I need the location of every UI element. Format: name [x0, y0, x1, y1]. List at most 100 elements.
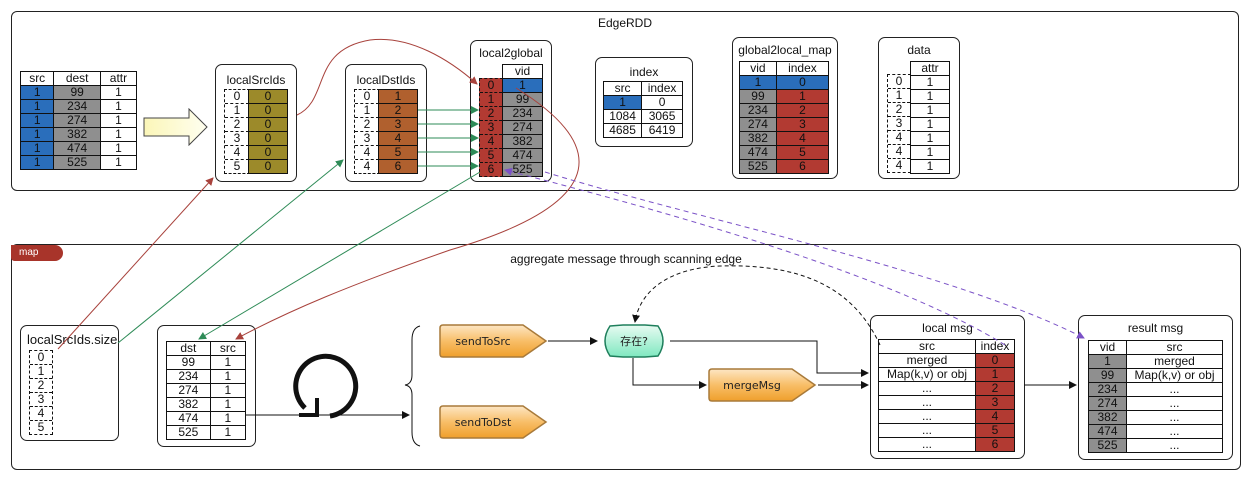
table-cell: ... [1126, 382, 1223, 397]
transform-arrow-icon [143, 108, 208, 146]
table-row: ...4 [878, 409, 1015, 424]
table-cell: 474 [166, 411, 211, 426]
table-cell: 1 [99, 141, 138, 156]
index-cell: 2 [480, 107, 502, 121]
index-cell: 5 [37, 420, 45, 434]
table-cell: 1 [19, 113, 55, 128]
table-cell: 234 [166, 369, 211, 384]
table-cell: Map(k,v) or obj [1126, 368, 1223, 383]
table-cell: 234 [502, 106, 543, 121]
local-src-ids-title: localSrcIds [226, 73, 286, 87]
table-cell: vid [1088, 340, 1127, 355]
index-cell: 3 [355, 132, 379, 146]
exists-decision-node[interactable]: 存在? [598, 324, 670, 358]
table-cell: 382 [502, 134, 543, 149]
index-cell: 4 [895, 158, 903, 172]
table-header-row: 1 [910, 103, 950, 118]
table-cell: 3 [975, 395, 1015, 410]
table-cell: 5 [975, 423, 1015, 438]
table-cell: 1 [209, 383, 247, 398]
table-cell: 1 [739, 75, 777, 90]
edges-header-src: src [19, 71, 55, 86]
index-cell: 0 [355, 90, 379, 104]
table-cell: 0 [248, 131, 288, 146]
edges-header-attr: attr [99, 71, 138, 86]
table-cell: vid [739, 61, 777, 76]
index-cell: 3 [225, 132, 249, 146]
table-cell: 1 [910, 145, 950, 160]
table-header-row: 1 [910, 117, 950, 132]
table-cell: 99 [739, 89, 777, 104]
table-cell: 1 [19, 99, 55, 114]
table-cell: 274 [1088, 396, 1127, 411]
table-cell: 4 [775, 131, 830, 146]
table-row: ...3 [878, 395, 1015, 410]
index-cell: 1 [355, 104, 379, 118]
merge-msg-node[interactable]: mergeMsg [708, 368, 818, 402]
table-cell: 4685 [602, 123, 643, 138]
index-cell: 4 [480, 135, 502, 149]
table-cell: merged [1126, 354, 1223, 369]
index-cell: 0 [30, 351, 52, 365]
table-cell: ... [1126, 438, 1223, 453]
table-cell: 6 [975, 437, 1015, 452]
table-header-row: 0 [248, 145, 288, 160]
table-cell: 274 [166, 383, 211, 398]
table-row: ...6 [878, 437, 1015, 452]
table-cell: 5 [378, 145, 418, 160]
table-cell: Map(k,v) or obj [878, 367, 976, 382]
index-cell: 2 [30, 379, 52, 393]
table-cell: 1 [775, 89, 830, 104]
table-cell: 1 [910, 159, 950, 174]
local2global-title: local2global [479, 46, 543, 60]
table-cell: 99 [502, 92, 543, 107]
send-to-dst-node[interactable]: sendToDst [439, 405, 549, 439]
table-cell: 525 [502, 162, 543, 177]
table-cell: 0 [975, 353, 1015, 368]
table-header-row: 4 [378, 131, 418, 146]
table-header-row: 1 [910, 145, 950, 160]
index-cell: 2 [888, 103, 910, 117]
table-cell: 382 [739, 131, 777, 146]
table-cell: 382 [166, 397, 211, 412]
table-cell: index [641, 81, 683, 96]
local-msg-title: local msg [922, 321, 973, 335]
table-cell: 99 [53, 85, 101, 100]
index-cell: 1 [225, 104, 249, 118]
table-header-row: 234 [502, 106, 543, 121]
send-to-src-node[interactable]: sendToSrc [439, 324, 549, 358]
table-row: ...5 [878, 423, 1015, 438]
table-cell: 274 [502, 120, 543, 135]
table-cell: 99 [1088, 368, 1127, 383]
index-cell: 3 [888, 117, 910, 131]
index-cell: 4 [888, 131, 910, 145]
data-title: data [907, 43, 931, 57]
table-cell: 1 [209, 397, 247, 412]
table-header-row: 0 [248, 103, 288, 118]
table-cell: 4 [378, 131, 418, 146]
table-header-row: 274 [502, 120, 543, 135]
local2global-header: vid [502, 64, 543, 79]
table-cell: 234 [53, 99, 101, 114]
table-cell: merged [878, 353, 976, 368]
